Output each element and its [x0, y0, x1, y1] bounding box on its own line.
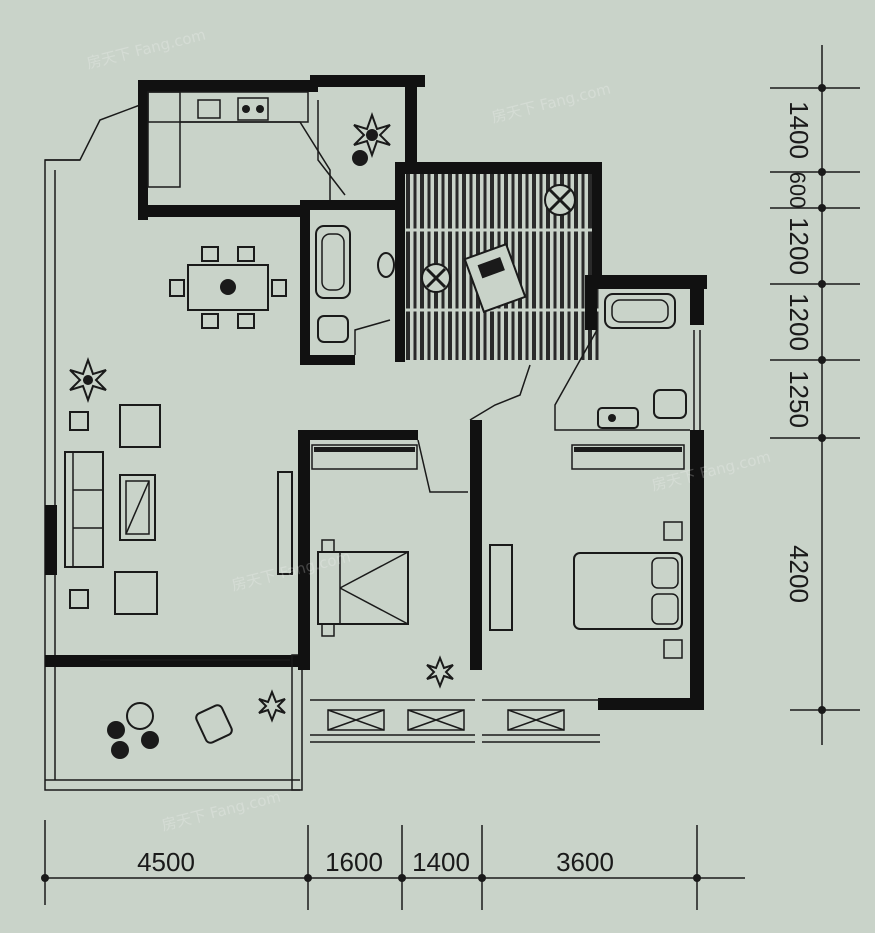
dim-label-right: 600 — [785, 172, 810, 209]
dim-label-bottom: 1600 — [325, 847, 383, 877]
desk-icon — [463, 242, 527, 314]
dim-label-bottom: 1400 — [412, 847, 470, 877]
dim-label-right: 1200 — [784, 217, 814, 275]
patio-table-set — [107, 702, 159, 759]
bay-window — [310, 699, 475, 743]
bay-window — [482, 699, 600, 743]
study — [395, 162, 602, 362]
dining-table — [169, 246, 287, 329]
dim-label-right: 1400 — [784, 101, 814, 159]
kitchen — [138, 80, 331, 220]
armchair — [119, 404, 161, 448]
dim-label-right: 1250 — [784, 370, 814, 428]
dim-label-right: 1200 — [784, 293, 814, 351]
plant-icon — [426, 655, 454, 689]
living-room — [45, 357, 300, 667]
outer-outline — [44, 104, 300, 791]
service-balcony — [310, 75, 425, 196]
wardrobe — [571, 444, 685, 470]
plant-icon — [258, 689, 286, 723]
bedroom-2 — [482, 430, 704, 743]
armchair — [114, 571, 158, 615]
dimension-ticks — [41, 84, 826, 882]
bedroom-1 — [298, 420, 482, 743]
corridor-outline — [469, 364, 531, 421]
plant-icon — [353, 112, 391, 158]
sofa — [64, 451, 104, 568]
dim-label-bottom: 3600 — [556, 847, 614, 877]
bathroom-2 — [554, 275, 707, 431]
bathroom-1 — [300, 200, 395, 365]
dim-label-bottom: 4500 — [137, 847, 195, 877]
side-table — [69, 589, 89, 609]
bed — [573, 521, 683, 659]
tv-cabinet — [277, 471, 293, 575]
balcony — [45, 654, 303, 791]
bed — [317, 539, 409, 637]
wardrobe — [311, 444, 418, 470]
desk — [489, 544, 513, 631]
lounge-chair — [195, 704, 233, 744]
plant-icon — [421, 263, 451, 293]
side-table — [69, 411, 89, 431]
coffee-table — [119, 474, 156, 541]
dim-label-right: 4200 — [784, 545, 814, 603]
plant-pot-icon — [352, 150, 368, 166]
dimension-lines — [44, 45, 860, 910]
plant-icon — [544, 184, 576, 216]
plant-icon — [69, 357, 107, 403]
